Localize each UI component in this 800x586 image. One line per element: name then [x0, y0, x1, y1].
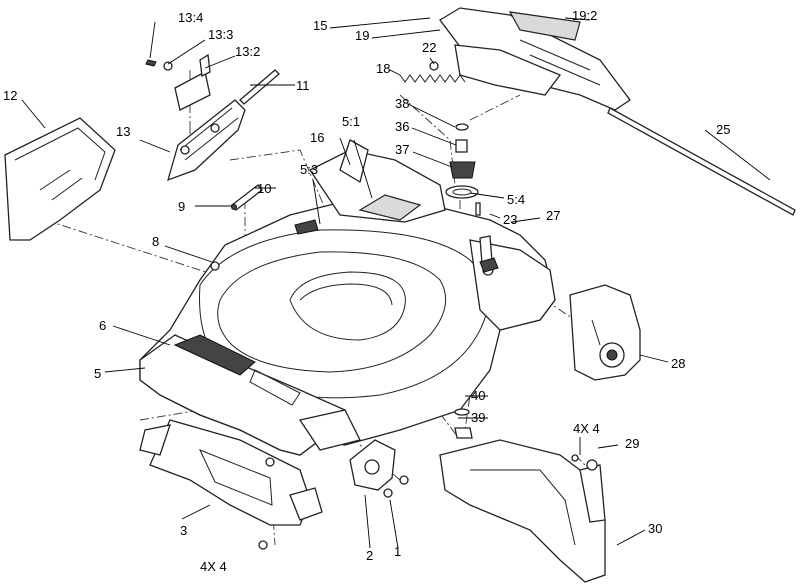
callout-19-2: 19:2	[572, 8, 597, 23]
callout-13: 13	[116, 124, 130, 139]
height-adjuster-28	[569, 284, 641, 381]
callout-27: 27	[546, 208, 560, 223]
callout-13-2: 13:2	[235, 44, 260, 59]
callout-36: 36	[395, 119, 409, 134]
callout-23: 23	[503, 212, 517, 227]
spring-18	[399, 74, 466, 83]
callout-4x4-left: 4X 4	[200, 559, 227, 574]
pivot-rod-10	[231, 184, 263, 211]
callout-38: 38	[395, 96, 409, 111]
callout-30: 30	[648, 521, 662, 536]
callout-5-4: 5:4	[507, 192, 525, 207]
callout-3: 3	[180, 523, 187, 538]
leader-lines	[21, 17, 771, 549]
cable-11	[239, 69, 280, 105]
bolt-4x4-front	[258, 540, 268, 550]
callout-5: 5	[94, 366, 101, 381]
callout-39: 39	[471, 410, 485, 425]
callout-28: 28	[671, 356, 685, 371]
callout-2: 2	[366, 548, 373, 563]
washer-40	[454, 408, 470, 416]
rear-door-12	[4, 117, 116, 241]
callout-11: 11	[296, 78, 310, 93]
callout-6: 6	[99, 318, 106, 333]
callout-40: 40	[471, 388, 485, 403]
callout-37: 37	[395, 142, 409, 157]
nut-39	[454, 427, 473, 439]
rear-door-19	[439, 7, 631, 111]
callout-13-3: 13:3	[208, 27, 233, 42]
callout-4x4-right: 4X 4	[573, 421, 600, 436]
clip-27	[479, 235, 499, 273]
callout-5-3: 5:3	[300, 162, 318, 177]
callout-12: 12	[3, 88, 17, 103]
mower-deck-5	[139, 139, 556, 456]
rear-chute-30	[439, 439, 606, 583]
callout-25: 25	[716, 122, 730, 137]
callout-9: 9	[178, 199, 185, 214]
callout-29: 29	[625, 436, 639, 451]
callout-8: 8	[152, 234, 159, 249]
cable-25	[607, 107, 796, 216]
callout-1: 1	[394, 544, 401, 559]
callout-10: 10	[257, 181, 271, 196]
side-plate-2	[349, 439, 409, 498]
callout-19: 19	[355, 28, 369, 43]
callout-15: 15	[313, 18, 327, 33]
front-skirt-3	[139, 419, 323, 526]
callout-5-1: 5:1	[342, 114, 360, 129]
callout-16: 16	[310, 130, 324, 145]
handle-bracket-13	[145, 53, 246, 182]
callout-18: 18	[376, 61, 390, 76]
callout-22: 22	[422, 40, 436, 55]
screw-22	[429, 61, 439, 71]
callout-13-4: 13:4	[178, 10, 203, 25]
drive-stack	[445, 123, 481, 216]
callout-labels: 13:4 13:3 13:2 11 12 13 10 9 8 15 19 19:…	[3, 8, 730, 574]
